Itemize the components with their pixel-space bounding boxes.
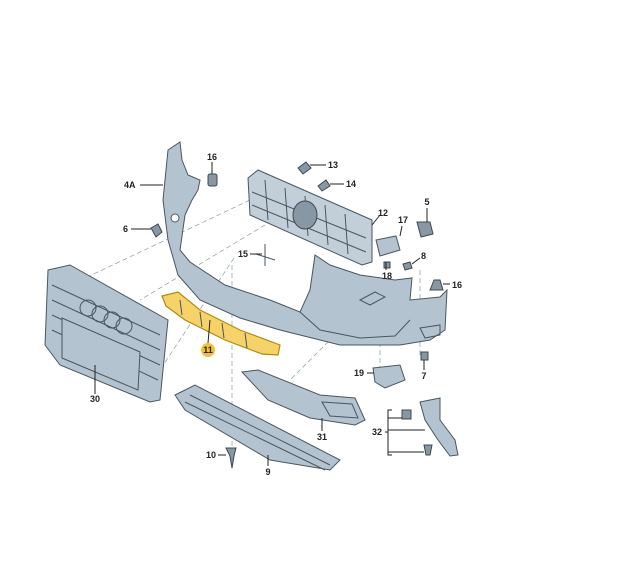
label-6: 6 — [123, 224, 128, 234]
label-9: 9 — [265, 467, 270, 477]
bracket-32 — [419, 397, 459, 457]
label-30: 30 — [90, 394, 100, 404]
label-4a: 4A — [124, 180, 136, 190]
label-13: 13 — [328, 160, 338, 170]
fog-grille-31 — [240, 369, 366, 426]
label-5: 5 — [424, 197, 429, 207]
label-19: 19 — [354, 368, 364, 378]
label-31: 31 — [317, 432, 327, 442]
bracket-15 — [255, 244, 276, 266]
lower-grille-9 — [174, 384, 341, 471]
label-14: 14 — [346, 179, 356, 189]
label-16-top: 16 — [207, 152, 217, 162]
label-11: 11 — [203, 345, 213, 355]
bracket-5 — [416, 221, 434, 238]
label-8: 8 — [421, 251, 426, 261]
label-12: 12 — [378, 208, 388, 218]
label-15: 15 — [238, 249, 248, 259]
label-17: 17 — [398, 215, 408, 225]
screw-10 — [225, 447, 237, 469]
bumper-cover — [162, 141, 448, 346]
label-7: 7 — [421, 371, 426, 381]
clip-7 — [420, 351, 429, 361]
label-16-right: 16 — [452, 280, 462, 290]
label-18: 18 — [382, 271, 392, 281]
bumper-reinforcement-11 — [161, 291, 281, 356]
bracket-17 — [375, 235, 401, 257]
highlight-badge-11 — [201, 343, 215, 357]
cap-16-right — [429, 279, 444, 291]
clip-18 — [383, 261, 391, 269]
grille-carrier — [247, 169, 373, 266]
clip-8 — [402, 261, 413, 271]
bolt-14 — [317, 179, 331, 192]
tow-cap-6 — [150, 223, 163, 238]
cover-19 — [372, 364, 406, 389]
clip-16-top — [207, 173, 218, 187]
label-10: 10 — [206, 450, 216, 460]
label-32: 32 — [372, 427, 382, 437]
bolt-13 — [297, 161, 312, 175]
radiator-grille-30 — [44, 264, 169, 403]
leader-lines — [94, 162, 450, 466]
